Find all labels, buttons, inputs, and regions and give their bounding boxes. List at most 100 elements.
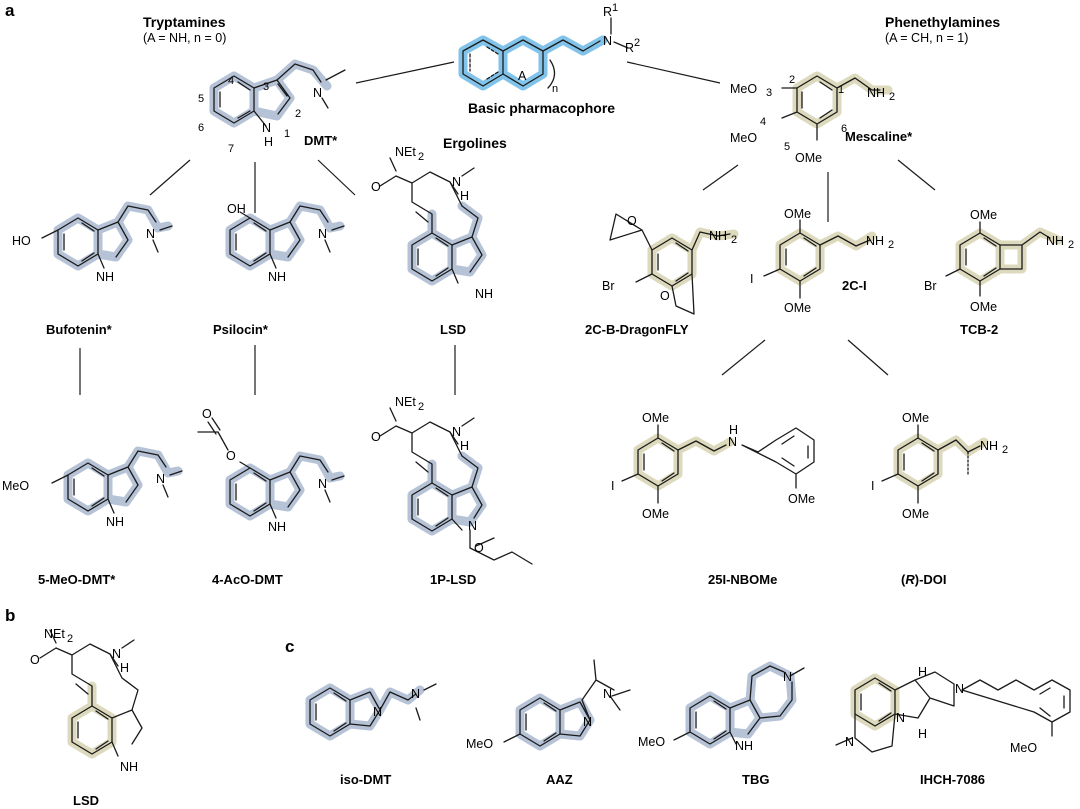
header-phenethylamines-sub: (A = CH, n = 1) bbox=[885, 31, 968, 45]
connector-2ci-doi bbox=[847, 339, 889, 376]
atom-r1-sup: 1 bbox=[612, 2, 618, 14]
compound-name-2cb-dragonfly: 2C-B-DragonFLY bbox=[585, 322, 689, 337]
atom-dragonfly-nh2-sub: 2 bbox=[731, 234, 737, 246]
ring-number-m1: 1 bbox=[838, 84, 844, 96]
compound-name-dmt: DMT* bbox=[304, 133, 338, 148]
structure-tbg: MeO N NH TBG bbox=[638, 661, 805, 787]
atom-bufotenin-nh: NH bbox=[96, 270, 114, 284]
atom-5meo-n: N bbox=[156, 472, 165, 486]
connector-dmt-bufotenin bbox=[149, 159, 191, 196]
atom-doi-ome-bottom: OMe bbox=[902, 507, 929, 521]
atom-dmt-nh-n: N bbox=[262, 121, 271, 135]
structure-1p-lsd: NEt 2 O N H N O 1P-LSD bbox=[371, 395, 533, 587]
structure-ihch-7086: N N N H H MeO IHCH-7086 bbox=[835, 665, 1071, 787]
atom-r2: R bbox=[625, 41, 634, 55]
structure-r-doi: OMe OMe I NH 2 (R)-DOI bbox=[871, 411, 1008, 587]
compound-name-mescaline: Mescaline* bbox=[845, 129, 913, 144]
atom-doi-i: I bbox=[871, 479, 874, 493]
atom-nbome-ome-top: OMe bbox=[642, 411, 669, 425]
atom-tbg-meo: MeO bbox=[638, 735, 665, 749]
structure-aaz: MeO N N AAZ bbox=[466, 659, 631, 787]
compound-name-4aco-dmt: 4-AcO-DMT bbox=[212, 572, 283, 587]
atom-r1: R bbox=[603, 5, 612, 19]
atom-1plsd-h: H bbox=[460, 439, 469, 453]
atom-dmt-nh-h: H bbox=[264, 135, 273, 149]
atom-ihch-h-top: H bbox=[918, 665, 927, 679]
atom-4aco-o: O bbox=[226, 449, 236, 463]
atom-lsd-net2-sub: 2 bbox=[418, 151, 424, 163]
atom-lsdb-net2-sub: 2 bbox=[67, 633, 73, 645]
atom-tcb2-nh2: NH bbox=[1046, 234, 1064, 248]
compound-name-2ci: 2C-I bbox=[842, 278, 867, 293]
panel-letter-a: a bbox=[5, 1, 15, 20]
compound-name-tbg: TBG bbox=[742, 772, 769, 787]
structure-4aco-dmt: O O N NH 4-AcO-DMT bbox=[197, 407, 345, 587]
relationship-lines bbox=[79, 61, 936, 395]
atom-nbome-nh-n: N bbox=[728, 435, 737, 449]
atom-tbg-nh: NH bbox=[735, 739, 753, 753]
connector-mescaline-dragonfly bbox=[702, 164, 739, 191]
atom-1plsd-o: O bbox=[371, 430, 381, 444]
atom-isodmt-n: N bbox=[411, 687, 420, 701]
atom-mescaline-ome-5: OMe bbox=[795, 151, 822, 165]
structure-25i-nbome: OMe OMe I N H OMe 25I-NBOMe bbox=[611, 411, 815, 587]
structure-iso-dmt: N N iso-DMT bbox=[305, 683, 437, 787]
atom-tcb2-nh2-sub: 2 bbox=[1068, 239, 1074, 251]
atom-4aco-n: N bbox=[318, 477, 327, 491]
compound-name-ihch-7086: IHCH-7086 bbox=[920, 772, 985, 787]
atom-2ci-ome-bottom: OMe bbox=[784, 301, 811, 315]
ring-number-m2: 2 bbox=[789, 74, 795, 86]
panel-letter-b: b bbox=[5, 606, 15, 625]
ring-number-m6: 6 bbox=[841, 123, 847, 135]
atom-lsd-nh: NH bbox=[475, 287, 493, 301]
compound-name-lsd: LSD bbox=[440, 322, 466, 337]
header-phenethylamines: Phenethylamines bbox=[885, 14, 1000, 30]
atom-tcb2-br: Br bbox=[924, 279, 937, 293]
atom-r2-sup: 2 bbox=[634, 37, 640, 49]
structure-psilocin: OH N NH Psilocin* bbox=[213, 201, 345, 337]
compound-name-r-doi: (R)-DOI bbox=[901, 572, 947, 587]
atom-dragonfly-nh2: NH bbox=[709, 229, 727, 243]
atom-4aco-carbonyl-o: O bbox=[202, 407, 212, 421]
atom-nbome-ome-bottom: OMe bbox=[642, 507, 669, 521]
atom-ihch-n-methyl: N bbox=[845, 735, 854, 749]
atom-aaz-n-indole: N bbox=[583, 715, 592, 729]
atom-dragonfly-br: Br bbox=[602, 279, 615, 293]
ring-number-m5: 5 bbox=[784, 141, 790, 153]
atom-mescaline-meo-4: MeO bbox=[730, 131, 757, 145]
ring-number-3: 3 bbox=[263, 81, 269, 93]
connector-pharmacophore-mescaline bbox=[626, 61, 721, 84]
atom-lsdb-nh: NH bbox=[120, 760, 138, 774]
atom-dragonfly-o1: O bbox=[627, 214, 637, 228]
atom-2ci-ome-top: OMe bbox=[784, 207, 811, 221]
atom-1plsd-n: N bbox=[452, 425, 461, 439]
compound-name-iso-dmt: iso-DMT bbox=[340, 772, 391, 787]
atom-mescaline-nh2: NH bbox=[867, 86, 885, 100]
atom-5meo-meo: MeO bbox=[2, 479, 29, 493]
atom-lsd-o: O bbox=[371, 180, 381, 194]
structure-mescaline: MeO MeO OMe NH 2 2 1 3 4 6 5 Mescaline* bbox=[730, 71, 913, 165]
ring-number-2: 2 bbox=[295, 108, 301, 120]
structure-lsd-panel-b: NEt 2 O N H NH LSD bbox=[30, 627, 143, 808]
compound-name-psilocin: Psilocin* bbox=[213, 322, 269, 337]
atom-2ci-nh2-sub: 2 bbox=[888, 239, 894, 251]
compound-name-tcb2: TCB-2 bbox=[960, 322, 998, 337]
atom-1plsd-n-indole: N bbox=[468, 519, 477, 533]
atom-psilocin-oh: OH bbox=[227, 202, 246, 216]
compound-name-aaz: AAZ bbox=[546, 772, 573, 787]
atom-dmt-n: N bbox=[313, 86, 322, 100]
atom-dragonfly-o2: O bbox=[660, 289, 670, 303]
connector-pharmacophore-dmt bbox=[355, 61, 455, 84]
atom-1plsd-carbonyl-o: O bbox=[474, 541, 484, 555]
atom-doi-ome-top: OMe bbox=[902, 411, 929, 425]
compound-name-5meo-dmt: 5-MeO-DMT* bbox=[38, 572, 116, 587]
atom-ihch-n-bridge: N bbox=[896, 711, 905, 725]
atom-lsdb-h: H bbox=[120, 661, 129, 675]
structure-lsd: NEt 2 O N H NH LSD bbox=[371, 145, 493, 337]
atom-nbome-ome-ring: OMe bbox=[788, 492, 815, 506]
atom-ihch-n-piperidine: N bbox=[955, 682, 964, 696]
atom-isodmt-n-indole: N bbox=[373, 705, 382, 719]
structure-basic-pharmacophore: N R 1 R 2 A n bbox=[458, 2, 640, 95]
atom-aaz-meo: MeO bbox=[466, 737, 493, 751]
atom-aaz-n: N bbox=[603, 687, 612, 701]
